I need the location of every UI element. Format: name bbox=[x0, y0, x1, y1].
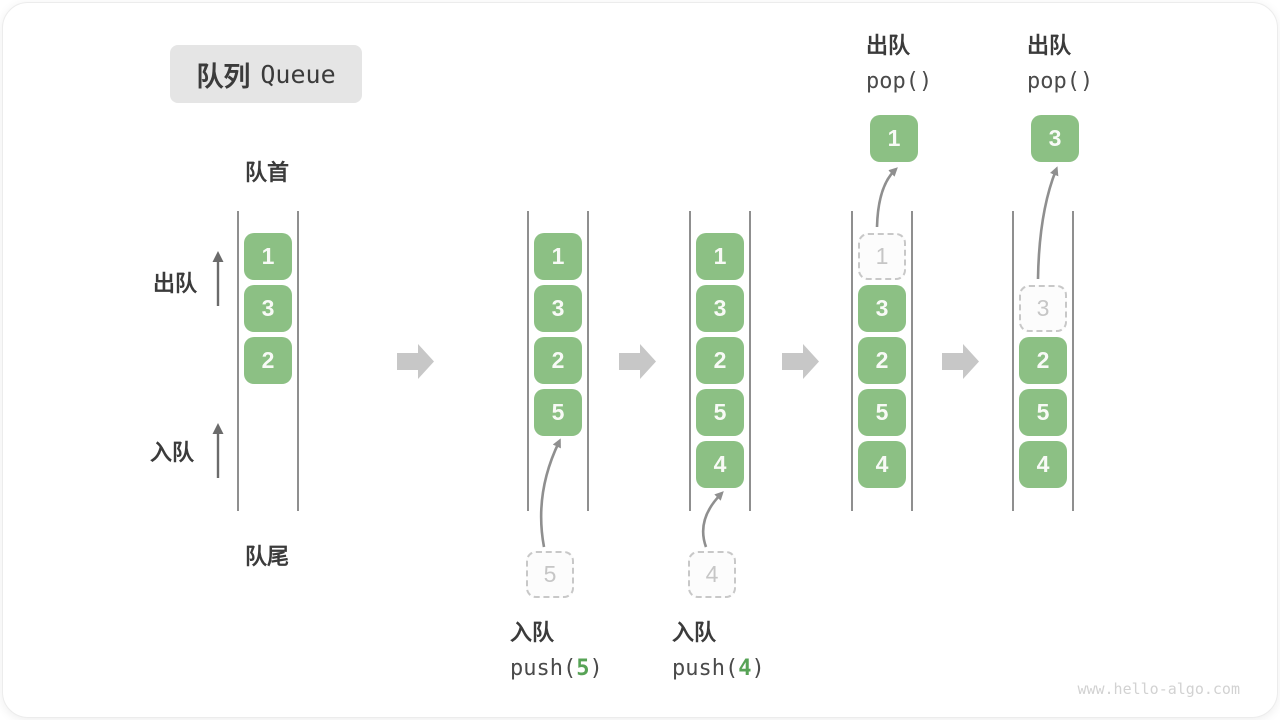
diagram-title: 队列 Queue bbox=[170, 45, 362, 103]
queue-item: 3 bbox=[696, 285, 744, 332]
watermark: www.hello-algo.com bbox=[1077, 680, 1240, 698]
queue-item: 4 bbox=[858, 441, 906, 488]
queue-item: 1 bbox=[696, 233, 744, 280]
popped-item: 3 bbox=[1031, 115, 1079, 162]
op-name: 入队 bbox=[672, 620, 717, 645]
queue-wall-right bbox=[297, 211, 299, 511]
popped-item: 1 bbox=[870, 115, 918, 162]
queue-wall-right bbox=[911, 211, 913, 511]
queue-wall-left bbox=[1012, 211, 1014, 511]
queue-item: 2 bbox=[696, 337, 744, 384]
queue-wall-left bbox=[527, 211, 529, 511]
queue-item: 5 bbox=[1019, 389, 1067, 436]
op-code: push(5) bbox=[510, 656, 603, 681]
queue-item: 2 bbox=[858, 337, 906, 384]
queue-wall-left bbox=[237, 211, 239, 511]
queue-item: 4 bbox=[696, 441, 744, 488]
queue-wall-right bbox=[587, 211, 589, 511]
queue-item: 5 bbox=[696, 389, 744, 436]
queue-item: 2 bbox=[1019, 337, 1067, 384]
queue-item: 1 bbox=[534, 233, 582, 280]
label-queue-front: 队首 bbox=[245, 160, 290, 185]
queue-item: 4 bbox=[1019, 441, 1067, 488]
queue-wall-left bbox=[851, 211, 853, 511]
title-en: Queue bbox=[260, 59, 336, 89]
queue-item: 3 bbox=[534, 285, 582, 332]
queue-item: 2 bbox=[244, 337, 292, 384]
label-queue-rear: 队尾 bbox=[245, 544, 290, 569]
queue-item: 5 bbox=[534, 389, 582, 436]
queue-item: 1 bbox=[244, 233, 292, 280]
op-label-dequeue: 出队 pop() bbox=[866, 28, 932, 100]
title-zh: 队列 bbox=[196, 61, 251, 92]
queue-item: 3 bbox=[858, 285, 906, 332]
queue-item: 5 bbox=[858, 389, 906, 436]
queue-item-ghost: 3 bbox=[1019, 285, 1067, 332]
queue-wall-right bbox=[1072, 211, 1074, 511]
incoming-item-ghost: 4 bbox=[688, 551, 736, 598]
op-code: push(4) bbox=[672, 656, 765, 681]
incoming-item-ghost: 5 bbox=[526, 551, 574, 598]
op-name: 入队 bbox=[510, 620, 555, 645]
op-code: pop() bbox=[1027, 69, 1094, 94]
op-code: pop() bbox=[866, 69, 933, 94]
op-name: 出队 bbox=[1027, 33, 1072, 58]
op-code-arg: 5 bbox=[576, 656, 590, 681]
op-label-enqueue: 入队 push(4) bbox=[672, 615, 765, 687]
queue-item-ghost: 1 bbox=[858, 233, 906, 280]
queue-wall-left bbox=[689, 211, 691, 511]
op-label-enqueue: 入队 push(5) bbox=[510, 615, 603, 687]
queue-item: 3 bbox=[244, 285, 292, 332]
op-code-arg: 4 bbox=[738, 656, 752, 681]
op-label-dequeue: 出队 pop() bbox=[1027, 28, 1093, 100]
op-name: 出队 bbox=[866, 33, 911, 58]
label-dequeue: 出队 bbox=[153, 271, 198, 296]
queue-item: 2 bbox=[534, 337, 582, 384]
queue-wall-right bbox=[749, 211, 751, 511]
label-enqueue: 入队 bbox=[150, 440, 195, 465]
